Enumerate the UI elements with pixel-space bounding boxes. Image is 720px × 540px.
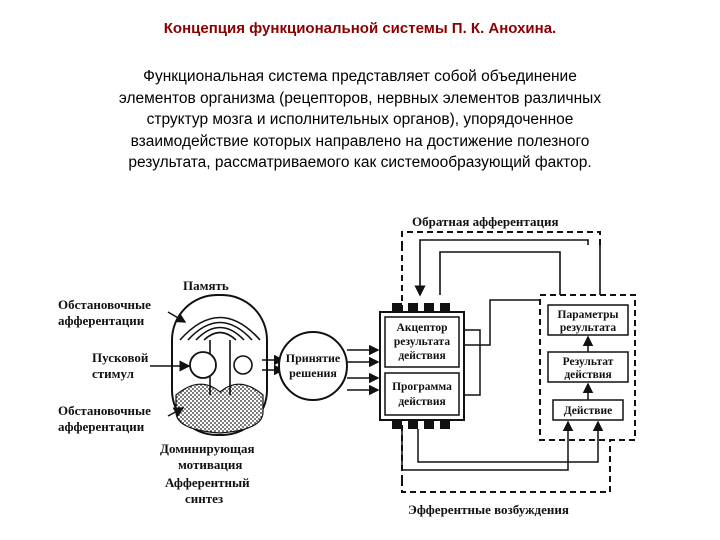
program-line1: Программа — [392, 381, 452, 393]
program-line2: действия — [398, 396, 445, 408]
situational-bottom-arrow — [167, 407, 185, 417]
central-block: Акцептор результата действия Программа д… — [379, 303, 465, 429]
params-box — [547, 304, 629, 336]
feedback-label: Обратная афферентация — [412, 214, 558, 229]
efferent-label: Эфферентные возбуждения — [408, 502, 569, 517]
decision-line1: Принятие — [286, 351, 341, 365]
efferent-path — [417, 420, 604, 463]
situational-top-line1: Обстановочные — [58, 297, 151, 312]
trigger-line2: стимул — [92, 366, 134, 381]
paragraph-line: структур мозга и исполнительных органов)… — [146, 111, 574, 128]
synthesis-line2: синтез — [185, 491, 223, 506]
memory-arc — [179, 316, 261, 341]
trigger-node — [189, 351, 217, 379]
params-line2: результата — [560, 322, 616, 334]
slide-title: Концепция функциональной системы П. К. А… — [163, 20, 557, 37]
input-port — [424, 303, 434, 312]
definition-paragraph: Функциональная система представляет собо… — [40, 66, 680, 174]
decision-circle — [278, 331, 348, 401]
output-port — [440, 420, 450, 429]
input-port — [392, 303, 402, 312]
acceptor-line3: действия — [398, 350, 445, 362]
feedback-dashed-line — [401, 231, 601, 245]
memory-arc — [203, 331, 237, 341]
efferent-path — [401, 420, 574, 471]
memory-arc — [187, 321, 253, 341]
acceptor-box — [384, 316, 460, 368]
result-line1: Результат — [563, 356, 614, 368]
paragraph-line: результата, рассматриваемого как системо… — [128, 154, 592, 171]
inner-loop — [464, 299, 540, 346]
synthesis-line1: Афферентный — [165, 475, 250, 490]
situational-top-arrow — [167, 311, 187, 323]
input-port — [440, 303, 450, 312]
afferent-synthesis-block — [171, 294, 268, 436]
situational-top-line2: афферентации — [58, 313, 145, 328]
output-port — [424, 420, 434, 429]
memory-label: Память — [183, 278, 229, 293]
inner-loop — [464, 329, 481, 396]
output-port — [408, 420, 418, 429]
result-line2: действия — [564, 369, 611, 381]
efferent-dashed-line — [401, 440, 611, 493]
trigger-node — [233, 355, 253, 375]
program-box — [384, 372, 460, 416]
acceptor-line2: результата — [394, 336, 450, 348]
trigger-line1: Пусковой — [92, 350, 149, 365]
feedback-inner-line — [439, 251, 561, 295]
acceptor-line1: Акцептор — [397, 322, 448, 334]
motivation-area — [175, 383, 264, 434]
paragraph-line: взаимодействие которых направлено на дос… — [130, 132, 590, 150]
memory-arc — [195, 326, 245, 341]
paragraph-line: элементов организма (рецепторов, нервных… — [118, 89, 602, 107]
decision-line2: решения — [289, 366, 337, 380]
situational-bottom-line2: афферентации — [58, 419, 145, 434]
output-port — [392, 420, 402, 429]
action-label: Действие — [564, 405, 612, 417]
paragraph-line: Функциональная система представляет собо… — [143, 68, 577, 85]
feedback-arrow — [414, 239, 589, 297]
motivation-line2: мотивация — [178, 457, 242, 472]
params-line1: Параметры — [558, 309, 619, 321]
input-port — [408, 303, 418, 312]
situational-bottom-line1: Обстановочные — [58, 403, 151, 418]
result-box — [547, 351, 629, 383]
motivation-line1: Доминирующая — [160, 441, 255, 456]
